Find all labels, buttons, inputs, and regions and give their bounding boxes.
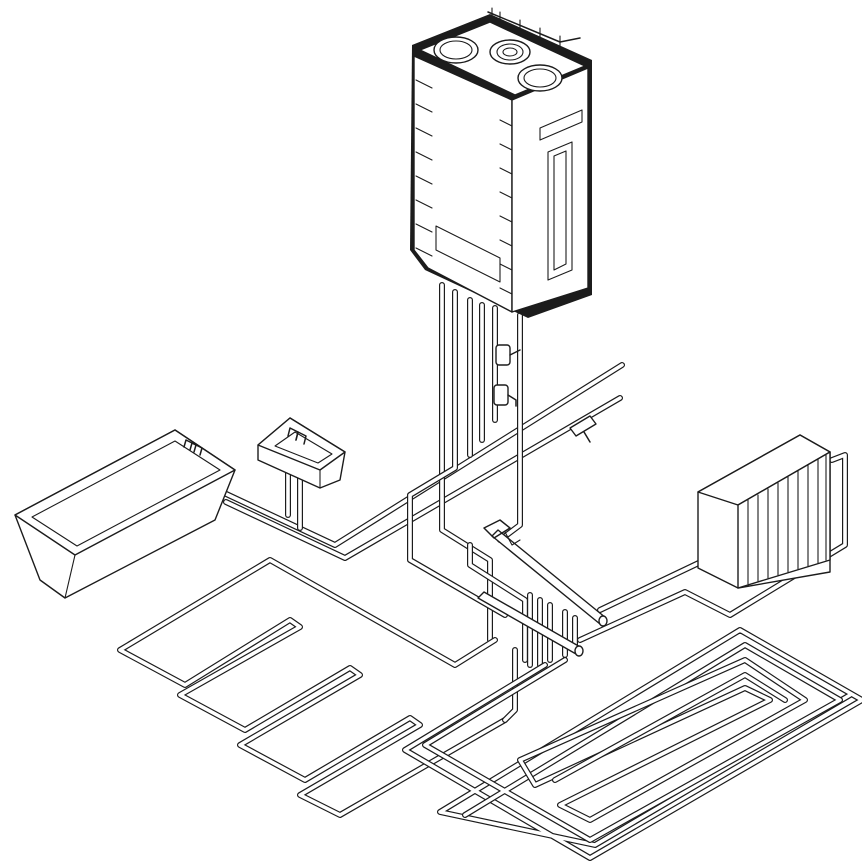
bathtub-icon [14,429,236,599]
underfloor-loop-left [117,557,518,818]
pipe-valves [493,344,597,443]
valve-icon [569,415,597,443]
underfloor-heating-icon [402,627,862,861]
valve-icon [495,344,521,366]
bathtub [14,429,236,599]
washbasin [257,417,346,489]
valve-icon [493,384,517,407]
manifold-icon [477,519,608,657]
underfloor-loop-right [402,627,862,861]
underfloor-heating-icon [117,557,518,818]
wall-boiler-icon [410,7,592,318]
radiator [697,434,831,589]
manifold [477,519,608,657]
washbasin-icon [257,417,346,489]
radiator-icon [697,434,831,589]
wall-boiler [410,7,592,318]
